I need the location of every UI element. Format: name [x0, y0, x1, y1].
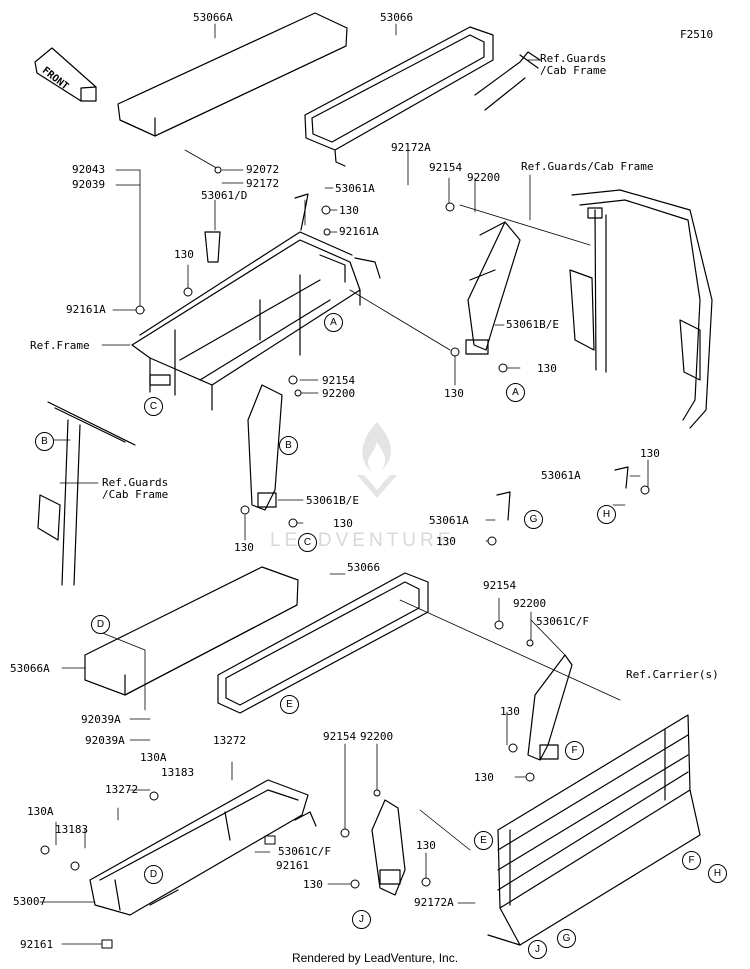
part-53061A-mid[interactable]: 53061A [429, 514, 469, 527]
buckle-53061A-top [294, 193, 309, 231]
part-92039A-b[interactable]: 92039A [85, 734, 125, 747]
buckle-53061D [204, 231, 221, 263]
ref-guards-cab-left[interactable]: Ref.Guards/Cab Frame [102, 476, 169, 501]
part-53066-bottom[interactable]: 53066 [347, 561, 381, 574]
front-arrow-icon [34, 47, 97, 102]
ref-guards-cab-top[interactable]: Ref.Guards/Cab Frame [540, 52, 607, 77]
footer-credit: Rendered by LeadVenture, Inc. [291, 951, 459, 965]
seat-belt-right-lower [527, 654, 573, 761]
part-53007[interactable]: 53007 [13, 895, 47, 908]
part-13272-b[interactable]: 13272 [105, 783, 139, 796]
part-92200-br[interactable]: 92200 [513, 597, 547, 610]
part-92200-top[interactable]: 92200 [467, 171, 501, 184]
part-53066A-top[interactable]: 53066A [193, 11, 233, 24]
carrier-frame [487, 714, 701, 946]
part-130-c[interactable]: 130 [537, 362, 557, 375]
ref-guards-cab-right[interactable]: Ref.Guards/Cab Frame [521, 160, 654, 173]
cab-frame-top-mount [474, 51, 541, 111]
cab-frame-left [37, 401, 136, 586]
part-92161-a[interactable]: 92161 [276, 859, 310, 872]
seat-cushion-top [117, 12, 348, 137]
part-130-i[interactable]: 130 [500, 705, 520, 718]
seat-back-top [304, 26, 494, 167]
figure-number: F2510 [680, 28, 714, 41]
part-92172A-top[interactable]: 92172A [391, 141, 431, 154]
callout-c: C [144, 397, 163, 416]
part-92161A-a[interactable]: 92161A [66, 303, 106, 316]
part-92200-mid[interactable]: 92200 [322, 387, 356, 400]
part-92172[interactable]: 92172 [246, 177, 280, 190]
part-130-j[interactable]: 130 [474, 771, 494, 784]
seat-belt-left-mid [247, 384, 283, 511]
part-92154-bm[interactable]: 92154 [323, 730, 357, 743]
callout-e: E [474, 831, 493, 850]
part-92161A-b[interactable]: 92161A [339, 225, 379, 238]
part-13183-a[interactable]: 13183 [161, 766, 195, 779]
callout-h: H [597, 505, 616, 524]
part-130-k[interactable]: 130 [303, 878, 323, 891]
ref-carriers[interactable]: Ref.Carrier(s) [626, 668, 719, 681]
callout-b: B [35, 432, 54, 451]
ref-frame[interactable]: Ref.Frame [30, 339, 90, 352]
seat-back-bottom [217, 572, 429, 714]
callout-j: J [528, 940, 547, 959]
callout-e: E [280, 695, 299, 714]
cab-frame-right [569, 189, 713, 429]
part-53061CF-right[interactable]: 53061C/F [536, 615, 589, 628]
part-92161-b[interactable]: 92161 [20, 938, 54, 951]
callout-g: G [524, 510, 543, 529]
part-130-d[interactable]: 130 [444, 387, 464, 400]
callout-c: C [298, 533, 317, 552]
part-92200-bm[interactable]: 92200 [360, 730, 394, 743]
part-130-a[interactable]: 130 [339, 204, 359, 217]
callout-a: A [506, 383, 525, 402]
part-53061BE-left[interactable]: 53061B/E [306, 494, 359, 507]
part-13272-a[interactable]: 13272 [213, 734, 247, 747]
part-92043[interactable]: 92043 [72, 163, 106, 176]
callout-g: G [557, 929, 576, 948]
part-130-e[interactable]: 130 [333, 517, 353, 530]
callout-d: D [91, 615, 110, 634]
part-130-g[interactable]: 130 [640, 447, 660, 460]
part-53061A-top[interactable]: 53061A [335, 182, 375, 195]
callout-j: J [352, 910, 371, 929]
callout-b: B [279, 436, 298, 455]
seat-frame-bottom [89, 779, 317, 916]
seat-frame-top [131, 231, 381, 411]
part-130-h[interactable]: 130 [436, 535, 456, 548]
part-53061A-right[interactable]: 53061A [541, 469, 581, 482]
buckle-53061A-right [614, 466, 629, 489]
part-130-f[interactable]: 130 [234, 541, 254, 554]
part-130-l[interactable]: 130 [416, 839, 436, 852]
part-53061D[interactable]: 53061/D [201, 189, 248, 202]
buckle-53061A-mid [496, 491, 511, 521]
part-130A-b[interactable]: 130A [27, 805, 54, 818]
part-53066-top[interactable]: 53066 [380, 11, 414, 24]
part-13183-b[interactable]: 13183 [55, 823, 89, 836]
callout-a: A [324, 313, 343, 332]
part-92039[interactable]: 92039 [72, 178, 106, 191]
part-92154-top[interactable]: 92154 [429, 161, 463, 174]
part-92039A-a[interactable]: 92039A [81, 713, 121, 726]
part-92072[interactable]: 92072 [246, 163, 280, 176]
part-53066A-bottom[interactable]: 53066A [10, 662, 50, 675]
callout-f: F [682, 851, 701, 870]
part-130A-a[interactable]: 130A [140, 751, 167, 764]
seat-belt-mid-lower [371, 799, 406, 896]
part-53061BE-right[interactable]: 53061B/E [506, 318, 559, 331]
part-53061CF-mid[interactable]: 53061C/F [278, 845, 331, 858]
part-92154-mid[interactable]: 92154 [322, 374, 356, 387]
callout-h: H [708, 864, 727, 883]
callout-d: D [144, 865, 163, 884]
callout-f: F [565, 741, 584, 760]
leadventure-logo-icon [357, 422, 397, 498]
seat-belt-right-upper [465, 221, 521, 355]
part-92172A-bottom[interactable]: 92172A [414, 896, 454, 909]
part-130-b[interactable]: 130 [174, 248, 194, 261]
part-92154-br[interactable]: 92154 [483, 579, 517, 592]
seat-cushion-bottom [84, 566, 299, 696]
